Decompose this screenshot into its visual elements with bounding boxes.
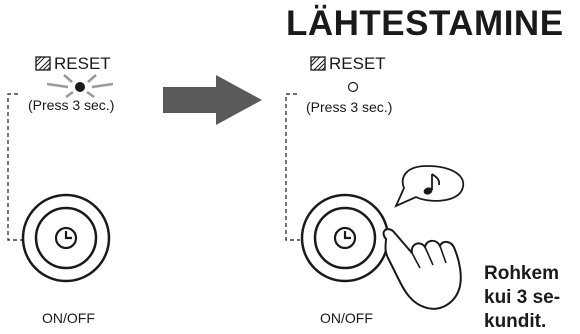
note-line: kundit. <box>484 311 547 332</box>
reset-indicator-blinking <box>46 74 114 99</box>
hold-duration-note: Rohkem kui 3 se- kundit. <box>484 262 580 334</box>
note-line: Rohkem <box>484 263 559 284</box>
arrow-right-icon <box>163 75 262 125</box>
clock-icon <box>54 226 78 250</box>
speech-bubble-icon <box>394 165 465 208</box>
clock-icon <box>333 226 357 250</box>
reset-label: RESET <box>54 54 111 73</box>
press-hint-label: (Press 3 sec.) <box>28 97 115 113</box>
onoff-label: ON/OFF <box>42 310 95 326</box>
reset-icon <box>35 56 51 71</box>
press-hint-label: (Press 3 sec.) <box>306 99 393 115</box>
reset-indicator-off <box>347 81 359 93</box>
music-note-icon <box>423 173 441 195</box>
hand-pointer-icon <box>382 228 462 310</box>
reset-label: RESET <box>329 54 386 73</box>
page-title: LÄHTESTAMINE <box>286 4 564 43</box>
note-line: kui 3 se- <box>484 287 561 308</box>
dashed-connector <box>7 93 22 241</box>
reset-icon <box>310 56 326 71</box>
dashed-connector <box>285 93 300 241</box>
onoff-label: ON/OFF <box>320 310 373 326</box>
